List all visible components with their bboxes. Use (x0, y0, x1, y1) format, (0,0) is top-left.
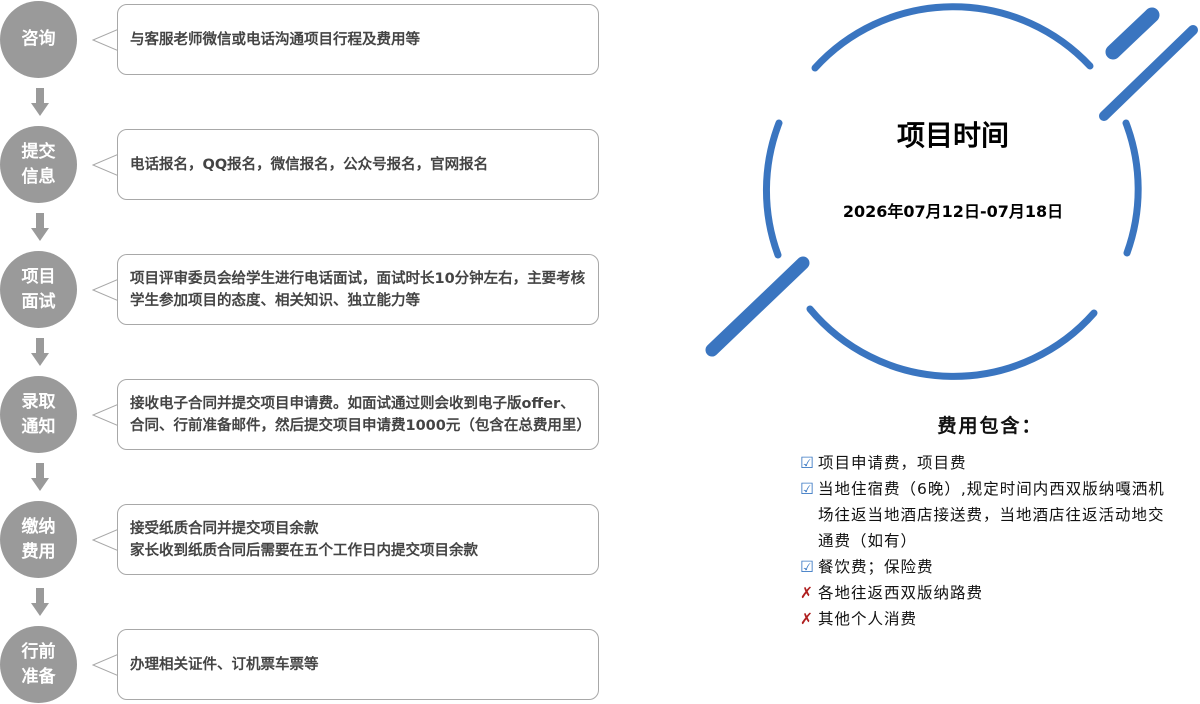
callout-pointer (92, 528, 119, 552)
project-date: 2026年07月12日-07月18日 (842, 202, 1064, 221)
step-circle: 缴纳费用 (0, 501, 77, 578)
ring-arc-left (762, 119, 783, 259)
fees-title: 费用包含： (937, 415, 1043, 437)
cross-icon: ✗ (800, 610, 814, 628)
project-time-title: 项目时间 (896, 119, 1009, 152)
step-description: 办理相关证件、订机票车票等 (117, 629, 599, 700)
ring-arc-right (1122, 119, 1142, 257)
checkbox-checked-icon: ☑ (800, 480, 815, 498)
checkbox-checked-icon: ☑ (800, 558, 815, 576)
step-circle: 行前准备 (0, 626, 77, 703)
callout-pointer (92, 403, 119, 427)
step-circle: 咨询 (0, 1, 77, 78)
accent-line (705, 256, 810, 357)
accent-line (1105, 7, 1160, 60)
arrow-down-icon (31, 588, 49, 616)
step-description: 接受纸质合同并提交项目余款 家长收到纸质合同后需要在五个工作日内提交项目余款 (117, 504, 599, 575)
fee-item: ☑当地住宿费（6晚）,规定时间内西双版纳嘎洒机场往返当地酒店接送费，当地酒店往返… (800, 476, 1170, 554)
fee-item: ☑项目申请费，项目费 (800, 450, 1170, 476)
step-description: 电话报名，QQ报名，微信报名，公众号报名，官网报名 (117, 129, 599, 200)
ring-arc-top (811, 3, 1094, 72)
ring-arc-bottom (806, 305, 1098, 380)
fee-item: ✗各地往返西双版纳路费 (800, 580, 1170, 606)
step-description: 与客服老师微信或电话沟通项目行程及费用等 (117, 4, 599, 75)
arrow-down-icon (31, 463, 49, 491)
step-circle: 提交信息 (0, 126, 77, 203)
accent-line (1099, 25, 1198, 121)
cross-icon: ✗ (800, 584, 814, 602)
step-circle: 录取通知 (0, 376, 77, 453)
fees-list: ☑项目申请费，项目费☑当地住宿费（6晚）,规定时间内西双版纳嘎洒机场往返当地酒店… (800, 450, 1170, 632)
callout-pointer (92, 153, 119, 177)
callout-pointer (92, 28, 119, 52)
step-description: 项目评审委员会给学生进行电话面试，面试时长10分钟左右，主要考核学生参加项目的态… (117, 254, 599, 325)
arrow-down-icon (31, 338, 49, 366)
checkbox-checked-icon: ☑ (800, 454, 815, 472)
arrow-down-icon (31, 88, 49, 116)
arrow-down-icon (31, 213, 49, 241)
callout-pointer (92, 653, 119, 677)
fee-item: ☑餐饮费；保险费 (800, 554, 1170, 580)
step-circle: 项目面试 (0, 251, 77, 328)
callout-pointer (92, 278, 119, 302)
fee-item: ✗其他个人消费 (800, 606, 1170, 632)
step-description: 接收电子合同并提交项目申请费。如面试通过则会收到电子版offer、合同、行前准备… (117, 379, 599, 450)
